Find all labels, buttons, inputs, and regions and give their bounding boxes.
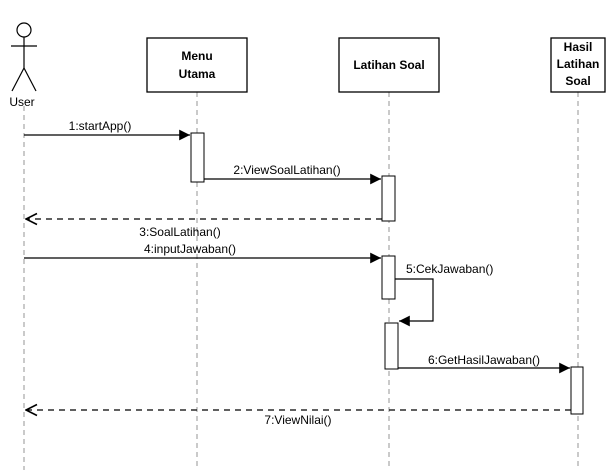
message-1-label: 1:startApp()	[69, 119, 132, 133]
participant-hasil-line3: Soal	[565, 74, 590, 88]
message-5-arrow	[395, 278, 434, 327]
participant-hasil-line2: Latihan	[557, 57, 600, 71]
user-actor-label: User	[9, 95, 34, 109]
activation-latihan-soal-1	[381, 175, 396, 222]
activation-latihan-soal-3	[384, 322, 399, 370]
participant-menu-utama-line1: Menu	[181, 49, 212, 63]
activation-latihan-soal-2	[381, 255, 396, 300]
participant-hasil-latihan-soal: Hasil Latihan Soal	[550, 37, 606, 93]
participant-menu-utama: Menu Utama	[146, 37, 248, 93]
participant-latihan-soal-label: Latihan Soal	[353, 58, 424, 72]
activation-hasil-latihan-soal	[570, 366, 584, 415]
message-6-label: 6:GetHasilJawaban()	[428, 353, 540, 367]
activation-menu-utama	[190, 132, 205, 183]
message-5-label: 5:CekJawaban()	[406, 262, 493, 276]
participant-hasil-line1: Hasil	[564, 40, 593, 54]
message-4-label: 4:inputJawaban()	[144, 242, 236, 256]
participant-menu-utama-line2: Utama	[179, 67, 216, 81]
message-7-label: 7:ViewNilai()	[264, 413, 331, 427]
user-actor-icon	[11, 22, 37, 92]
message-3-label: 3:SoalLatihan()	[139, 225, 220, 239]
participant-latihan-soal: Latihan Soal	[338, 37, 440, 93]
message-2-label: 2:ViewSoalLatihan()	[233, 163, 340, 177]
